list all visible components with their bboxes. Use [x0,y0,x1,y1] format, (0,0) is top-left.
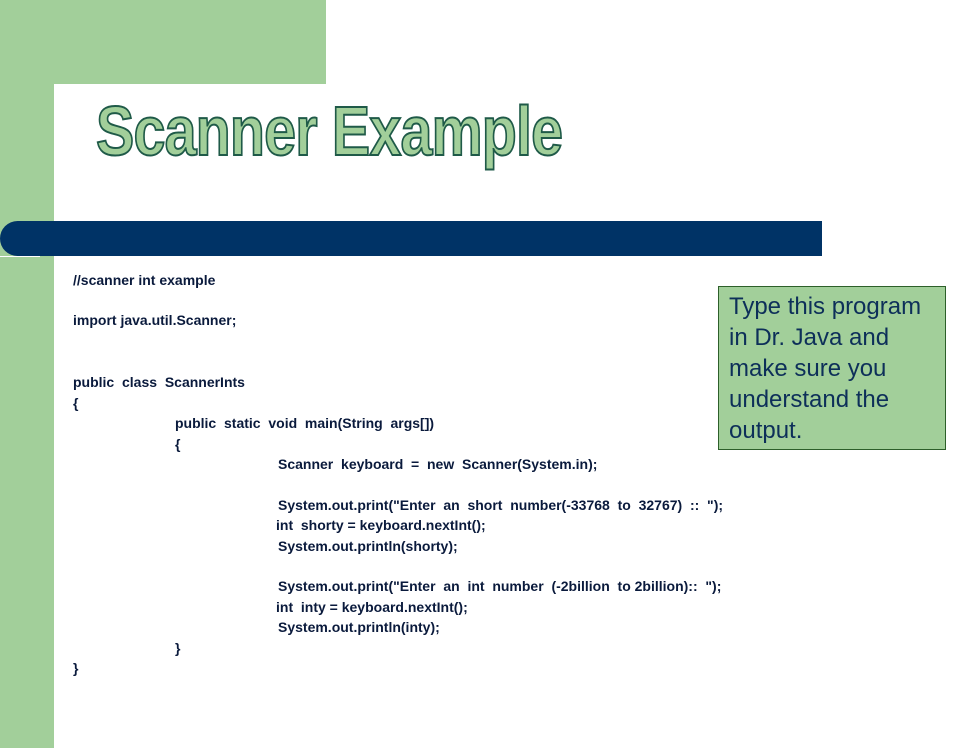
code-class-open-brace: { [73,395,79,411]
code-print-int-line: System.out.print("Enter an int number (-… [278,578,722,594]
code-comment-line: //scanner int example [73,272,216,288]
instruction-callout: Type this program in Dr. Java and make s… [718,286,946,450]
rounded-content-corner [54,84,326,334]
code-class-declaration: public class ScannerInts [73,374,245,390]
code-main-open-brace: { [175,436,181,452]
code-class-close-brace: } [73,660,79,676]
code-println-int-line: System.out.println(inty); [278,619,440,635]
divider-bar-notch [0,256,40,257]
code-read-int-line: int inty = keyboard.nextInt(); [276,599,468,615]
slide-title: Scanner Example [95,92,564,170]
left-accent-band [0,0,54,748]
code-import-line: import java.util.Scanner; [73,312,237,328]
code-println-short-line: System.out.println(shorty); [278,538,458,554]
code-main-declaration: public static void main(String args[]) [175,415,435,431]
code-read-short-line: int shorty = keyboard.nextInt(); [276,517,486,533]
top-accent-band [0,0,326,84]
title-divider-bar [0,221,822,256]
code-main-close-brace: } [175,640,181,656]
code-scanner-line: Scanner keyboard = new Scanner(System.in… [278,456,598,472]
code-print-short-line: System.out.print("Enter an short number(… [278,497,724,513]
